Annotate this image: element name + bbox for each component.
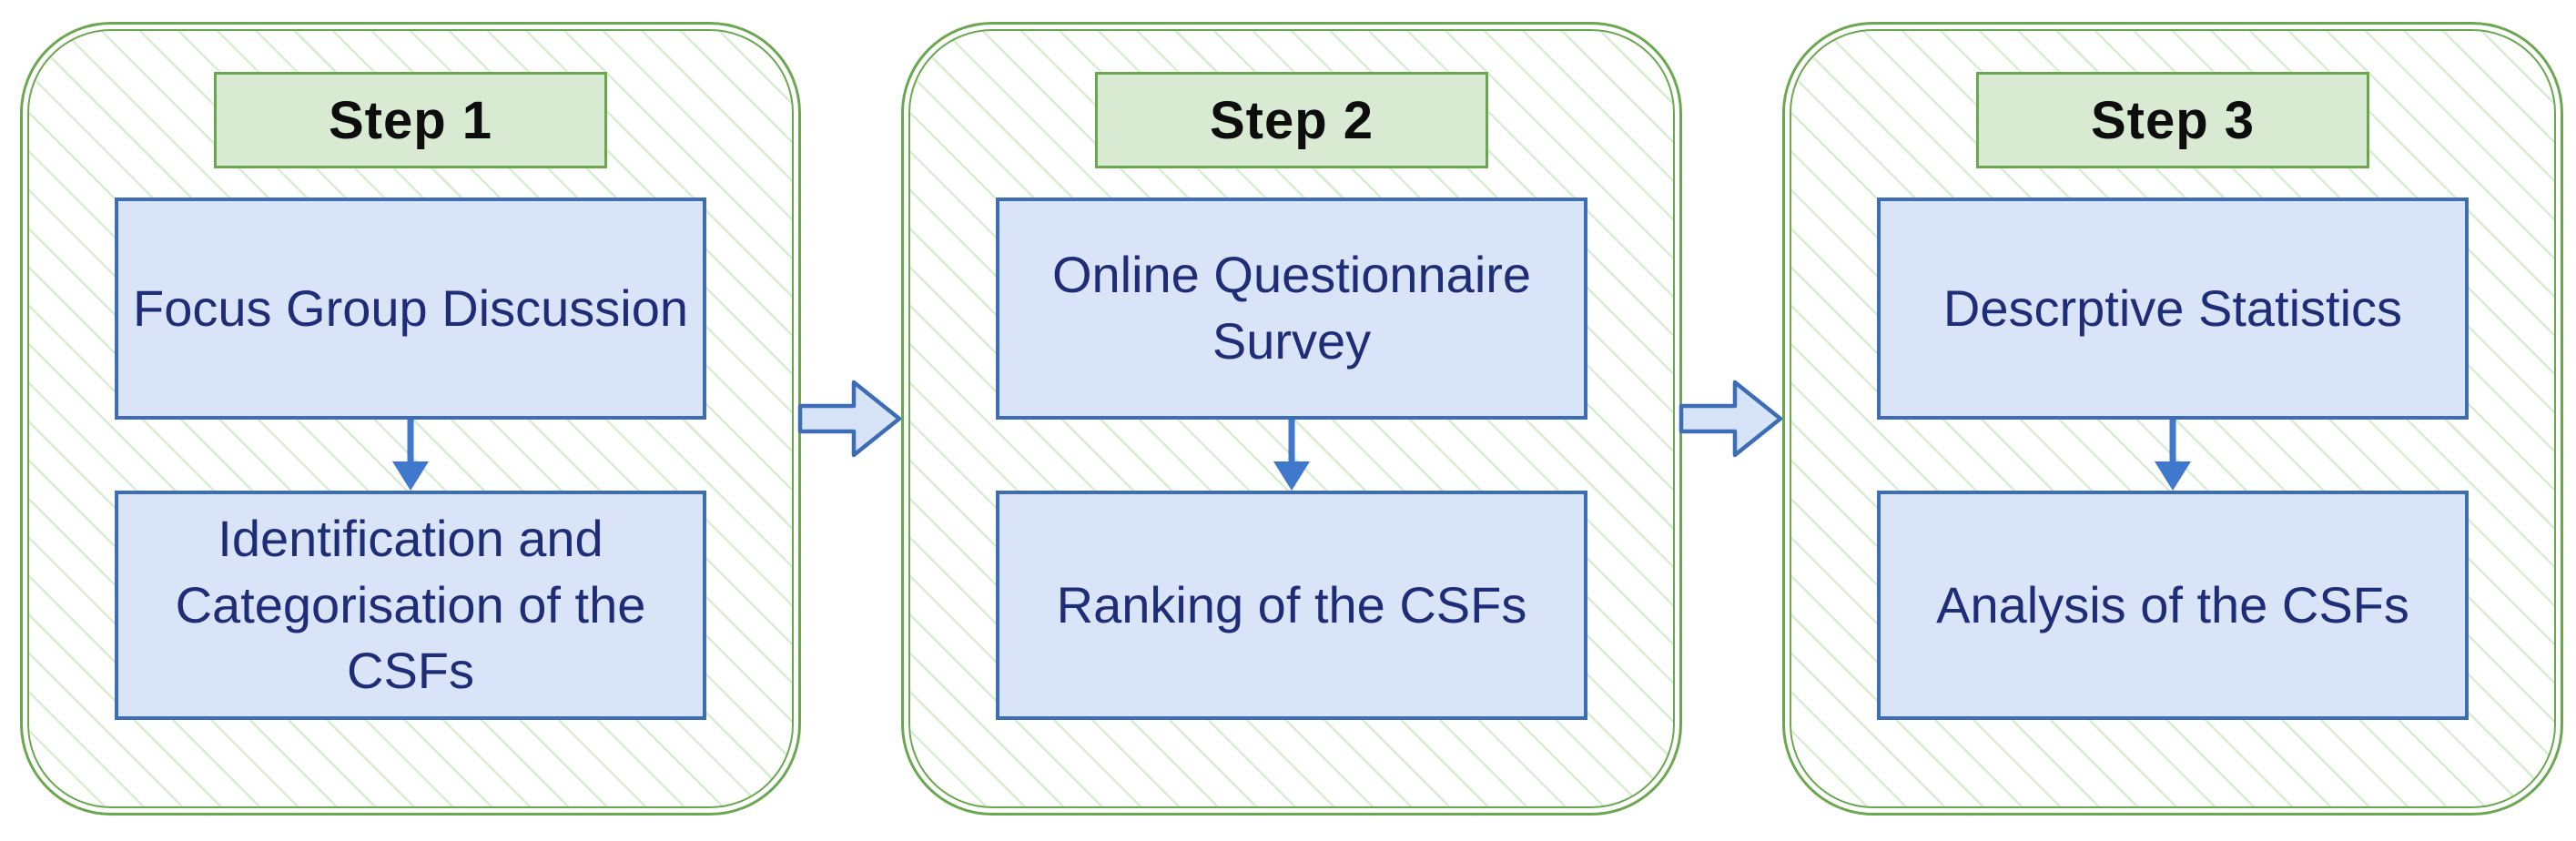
process-box: Analysis of the CSFs xyxy=(1877,491,2469,720)
process-box: Online Questionnaire Survey xyxy=(996,198,1587,420)
process-box: Descrptive Statistics xyxy=(1877,198,2469,420)
down-arrow-icon xyxy=(1273,420,1310,491)
step-header: Step 2 xyxy=(1095,72,1488,168)
process-box: Focus Group Discussion xyxy=(115,198,706,420)
right-arrow-icon xyxy=(797,380,902,458)
down-arrow-icon xyxy=(2155,420,2191,491)
process-box: Ranking of the CSFs xyxy=(996,491,1587,720)
step-panel-2: Step 2 Online Questionnaire Survey Ranki… xyxy=(901,22,1682,816)
process-box: Identification and Categorisation of the… xyxy=(115,491,706,720)
step-panel-3: Step 3 Descrptive Statistics Analysis of… xyxy=(1782,22,2563,816)
step-panel-1: Step 1 Focus Group Discussion Identifica… xyxy=(20,22,801,816)
step-header: Step 1 xyxy=(214,72,607,168)
right-arrow-icon xyxy=(1678,380,1783,458)
down-arrow-icon xyxy=(392,420,429,491)
step-header: Step 3 xyxy=(1976,72,2369,168)
